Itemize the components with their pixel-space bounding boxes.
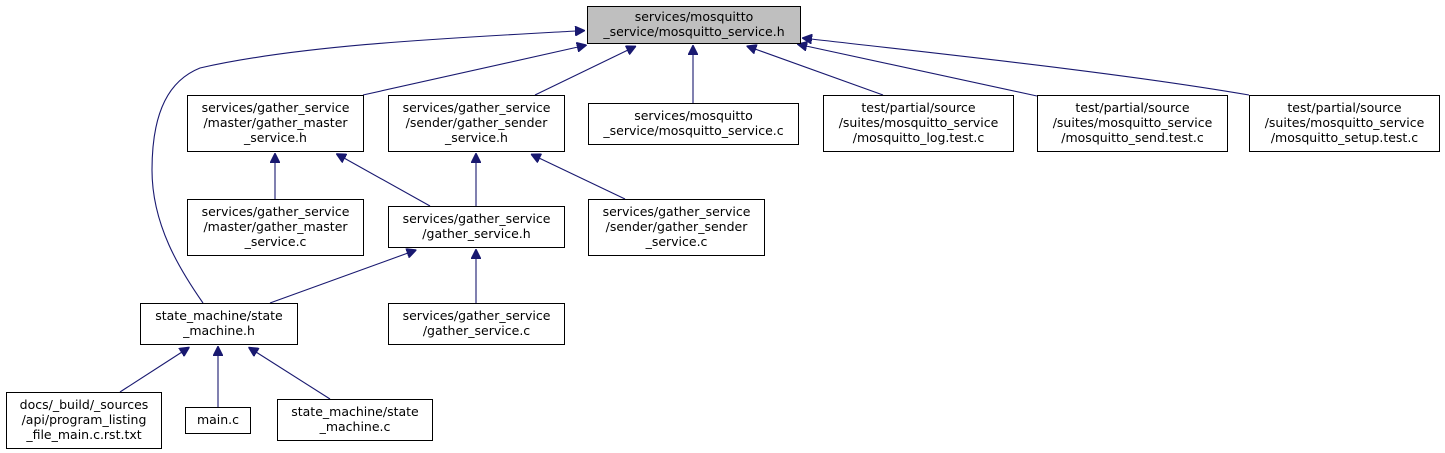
edge-gather_sender_service_h-to-mosquitto_service_h — [534, 50, 628, 96]
node-label-line: /suites/mosquitto_service — [1053, 115, 1213, 130]
edge-mosquitto_send_test_c-to-mosquitto_service_h — [806, 46, 1038, 97]
node-label-line: services/gather_service — [403, 308, 551, 323]
node-state_machine_h[interactable]: state_machine/state_machine.h — [140, 303, 298, 345]
node-label-line: test/partial/source — [861, 100, 975, 115]
node-label-line: _service.h — [444, 130, 508, 145]
edge-line — [539, 158, 626, 200]
node-label-line: /mosquitto_setup.test.c — [1271, 130, 1418, 145]
node-label-line: _service.c — [244, 234, 307, 249]
edge-line — [755, 49, 884, 96]
edge-line — [269, 253, 408, 304]
node-label-line: /api/program_listing — [22, 412, 147, 427]
node-label-line: _machine.h — [182, 323, 255, 338]
edge-line — [119, 352, 182, 393]
node-label-line: services/mosquitto — [634, 108, 753, 123]
edge-gather_master_service_h-to-mosquitto_service_h — [362, 47, 578, 96]
node-mosquitto_log_test_c[interactable]: test/partial/source/suites/mosquitto_ser… — [823, 95, 1014, 152]
node-box — [185, 407, 251, 434]
node-box — [388, 95, 565, 152]
edge-state_machine_h-to-mosquitto_service_h — [151, 31, 576, 304]
node-box — [187, 199, 364, 256]
node-label-line: state_machine/state — [291, 404, 419, 419]
node-label-line: _service/mosquitto_service.c — [602, 123, 783, 138]
node-box — [388, 303, 565, 345]
node-label-line: /master/gather_master — [203, 115, 348, 130]
node-gather_service_h[interactable]: services/gather_service/gather_service.h — [388, 206, 565, 248]
node-label-line: services/gather_service — [202, 100, 350, 115]
node-label-line: services/mosquitto — [635, 9, 754, 24]
node-label-line: /mosquitto_send.test.c — [1061, 130, 1204, 145]
node-box — [388, 206, 565, 248]
node-label-line: _service.c — [645, 234, 708, 249]
node-box — [187, 95, 364, 152]
node-gather_master_service_h[interactable]: services/gather_service/master/gather_ma… — [187, 95, 364, 152]
node-box — [588, 199, 765, 256]
node-gather_service_c[interactable]: services/gather_service/gather_service.c — [388, 303, 565, 345]
node-label-line: _machine.c — [319, 419, 391, 434]
edge-state_machine_h-to-gather_service_h — [269, 253, 408, 304]
node-label-line: /gather_service.h — [422, 226, 530, 241]
node-state_machine_c[interactable]: state_machine/state_machine.c — [277, 399, 433, 441]
node-label-line: test/partial/source — [1075, 100, 1189, 115]
edge-mosquitto_log_test_c-to-mosquitto_service_h — [755, 49, 884, 96]
edge-gather_sender_service_c-to-gather_sender_service_h — [539, 158, 626, 200]
edge-state_machine_c-to-state_machine_h — [256, 352, 331, 400]
edge-line — [811, 39, 1250, 96]
node-label-line: /master/gather_master — [203, 219, 348, 234]
node-label-line: services/gather_service — [603, 204, 751, 219]
node-main_c[interactable]: main.c — [185, 407, 251, 434]
node-gather_sender_service_c[interactable]: services/gather_service/sender/gather_se… — [588, 199, 765, 256]
node-label-line: docs/_build/_sources — [20, 397, 149, 412]
edge-program_listing_file_main_c_rst_txt-to-state_machine_h — [119, 352, 182, 393]
node-label-line: state_machine/state — [155, 308, 283, 323]
node-label-line: services/gather_service — [403, 100, 551, 115]
node-label-line: /sender/gather_sender — [406, 115, 549, 130]
edge-mosquitto_setup_test_c-to-mosquitto_service_h — [811, 39, 1250, 96]
edge-line — [151, 31, 576, 304]
edge-line — [344, 158, 431, 207]
node-label-line: /mosquitto_log.test.c — [853, 130, 985, 145]
node-box — [277, 399, 433, 441]
node-box — [587, 6, 801, 44]
node-mosquitto_send_test_c[interactable]: test/partial/source/suites/mosquitto_ser… — [1037, 95, 1228, 152]
edge-line — [362, 47, 578, 96]
node-mosquitto_setup_test_c[interactable]: test/partial/source/suites/mosquitto_ser… — [1249, 95, 1440, 152]
node-box — [823, 95, 1014, 152]
node-label-line: /gather_service.c — [423, 323, 530, 338]
node-gather_master_service_c[interactable]: services/gather_service/master/gather_ma… — [187, 199, 364, 256]
node-label-line: main.c — [197, 412, 239, 427]
edge-line — [806, 46, 1038, 97]
edge-line — [534, 50, 628, 96]
node-box — [6, 392, 162, 449]
node-label-line: /suites/mosquitto_service — [839, 115, 999, 130]
node-box — [588, 103, 799, 145]
node-box — [1037, 95, 1228, 152]
node-label-line: /sender/gather_sender — [606, 219, 749, 234]
edge-line — [256, 352, 331, 400]
node-label-line: _file_main.c.rst.txt — [25, 427, 141, 442]
node-gather_sender_service_h[interactable]: services/gather_service/sender/gather_se… — [388, 95, 565, 152]
node-box — [1249, 95, 1440, 152]
node-label-line: services/gather_service — [202, 204, 350, 219]
node-label-line: _service/mosquitto_service.h — [602, 24, 784, 39]
node-label-line: test/partial/source — [1287, 100, 1401, 115]
node-box — [140, 303, 298, 345]
node-label-line: /suites/mosquitto_service — [1265, 115, 1425, 130]
edge-gather_service_h-to-gather_master_service_h — [344, 158, 431, 207]
node-program_listing_file_main_c_rst_txt[interactable]: docs/_build/_sources/api/program_listing… — [6, 392, 162, 449]
node-label-line: services/gather_service — [403, 211, 551, 226]
node-mosquitto_service_c[interactable]: services/mosquitto_service/mosquitto_ser… — [588, 103, 799, 145]
node-label-line: _service.h — [243, 130, 307, 145]
node-mosquitto_service_h: services/mosquitto_service/mosquitto_ser… — [587, 6, 801, 44]
